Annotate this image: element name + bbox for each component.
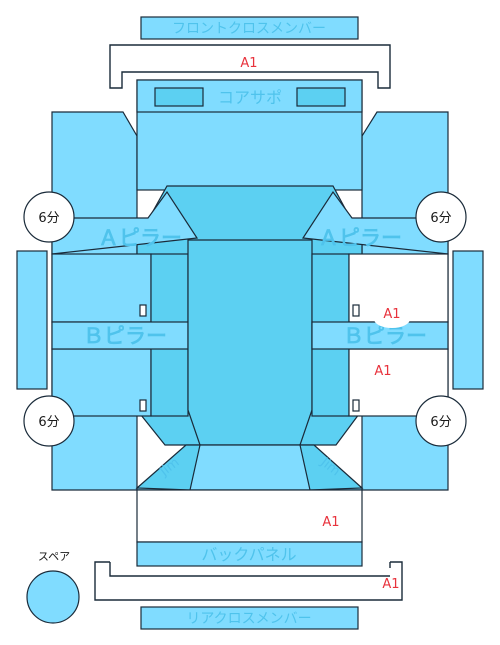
right-b-pillar-damage-spot — [374, 310, 410, 328]
b-pillar-left-panel[interactable] — [51, 321, 189, 350]
rear-cross-member-label: リアクロスメンバー — [186, 611, 311, 627]
front-right-time-badge: 6分 — [415, 191, 467, 243]
a-pillar-left-panel[interactable] — [51, 190, 199, 255]
right-b-pillar-upper-grade: A1 — [383, 307, 400, 322]
rear-cross-member-grade: A1 — [382, 577, 399, 592]
rear-cross-member-bar[interactable] — [140, 606, 359, 630]
rear-left-time-badge: 6分 — [23, 395, 75, 447]
rear-trunk-floor[interactable] — [136, 489, 363, 543]
spare-tire-circle[interactable] — [26, 570, 80, 624]
right-slot-upper — [352, 304, 360, 317]
floor-center — [187, 239, 313, 446]
front-right-time-text: 6分 — [430, 211, 451, 226]
front-cross-member-grade: A1 — [240, 56, 257, 71]
front-left-time-text: 6分 — [38, 211, 59, 226]
spare-label: スペア — [38, 550, 70, 563]
rear-left-time-text: 6分 — [38, 415, 59, 430]
back-panel-label: バックパネル — [201, 545, 296, 564]
right-b-pillar-lower-grade: A1 — [374, 364, 391, 379]
core-support-right-vent — [296, 87, 346, 107]
a-pillar-right-label: Ａピラー — [318, 226, 402, 250]
rear-right-time-text: 6分 — [430, 415, 451, 430]
back-panel-grade: A1 — [322, 515, 339, 530]
a-pillar-right-panel[interactable] — [301, 190, 449, 255]
front-cross-member-label: フロントクロスメンバー — [172, 21, 326, 37]
right-outer-strip[interactable] — [452, 250, 484, 390]
front-left-time-badge: 6分 — [23, 191, 75, 243]
rear-right-time-badge: 6分 — [415, 395, 467, 447]
front-cross-member-bar[interactable] — [140, 16, 359, 40]
left-slot-lower — [139, 399, 147, 412]
core-support-left-vent — [154, 87, 204, 107]
a-pillar-left-label: Ａピラー — [98, 226, 182, 250]
left-outer-strip[interactable] — [16, 250, 48, 390]
left-slot-upper — [139, 304, 147, 317]
front-bracket-outline — [109, 44, 391, 89]
right-rear-corner — [299, 444, 364, 491]
rear-bracket-outline — [94, 561, 403, 601]
right-slot-lower — [352, 399, 360, 412]
left-rear-corner — [135, 444, 201, 491]
b-pillar-left-label: Ｂピラー — [83, 324, 167, 348]
b-pillar-right-label: Ｂピラー — [343, 324, 427, 348]
b-pillar-right-panel[interactable] — [311, 321, 449, 350]
left-front-door-area[interactable] — [51, 253, 152, 323]
core-support-label: コアサポ — [218, 88, 282, 107]
back-panel-bar[interactable] — [136, 541, 363, 567]
